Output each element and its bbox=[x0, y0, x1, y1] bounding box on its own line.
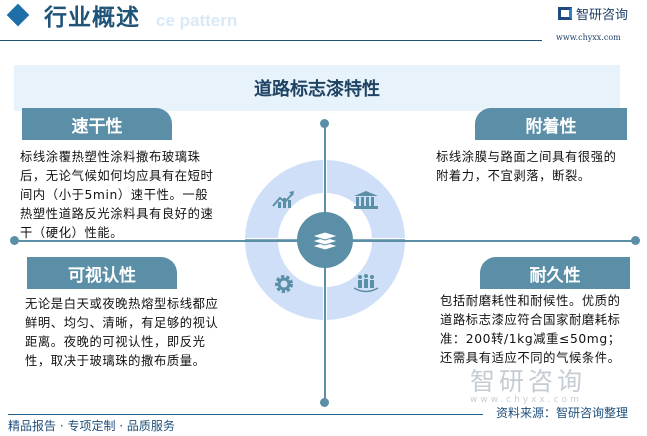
source-note: 资料来源：智研咨询整理 bbox=[496, 406, 629, 420]
logo-text: 智研咨询 bbox=[576, 8, 629, 23]
center-ring bbox=[245, 160, 405, 320]
footer-divider bbox=[8, 414, 483, 415]
card-text-quick-dry: 标线涂覆热塑性涂料撒布玻璃珠后，无论气候如何均应具有在短时间内（小于5min）速… bbox=[20, 150, 214, 240]
gear-icon bbox=[275, 275, 293, 293]
card-title-visibility: 可视认性 bbox=[27, 257, 177, 289]
page-title: 行业概述 bbox=[44, 5, 140, 31]
axis-dot-right bbox=[631, 236, 640, 245]
people-icon bbox=[353, 274, 379, 293]
watermark-url: www.chyxx.com bbox=[470, 395, 582, 405]
header-divider bbox=[0, 40, 542, 41]
footer-slogan: 精品报告 · 专项定制 · 品质服务 bbox=[8, 419, 175, 433]
card-title-quick-dry: 速干性 bbox=[22, 108, 172, 140]
ring-quadrant-bl bbox=[245, 242, 323, 320]
chart-up-icon bbox=[272, 191, 294, 208]
card-text-durability: 包括耐磨耗性和耐候性。优质的道路标志漆应符合国家耐磨耗标准：200转/1kg减重… bbox=[440, 294, 621, 365]
axis-dot-top bbox=[320, 119, 329, 128]
axis-dot-bottom bbox=[320, 398, 329, 407]
watermark-text: 智研咨询 bbox=[470, 367, 587, 396]
card-text-adhesion: 标线涂膜与路面之间具有很强的附着力，不宜剥落，断裂。 bbox=[436, 150, 617, 183]
diamond-icon bbox=[6, 3, 30, 27]
banner-title: 道路标志漆特性 bbox=[254, 79, 380, 100]
card-title-durability: 耐久性 bbox=[480, 257, 630, 289]
logo-mark-icon bbox=[558, 7, 572, 20]
brand-logo: 智研咨询 bbox=[558, 4, 628, 23]
card-title-adhesion: 附着性 bbox=[475, 108, 627, 140]
axis-dot-left bbox=[10, 236, 19, 245]
site-url: www.chyxx.com bbox=[556, 33, 621, 42]
banner: 道路标志漆特性 bbox=[14, 65, 620, 111]
ghost-text: ce pattern bbox=[156, 11, 238, 30]
bank-icon bbox=[354, 191, 378, 209]
card-text-visibility: 无论是白天或夜晚热熔型标线都应鲜明、均匀、清晰，有足够的视认距离。夜晚的可视认性… bbox=[25, 297, 219, 368]
